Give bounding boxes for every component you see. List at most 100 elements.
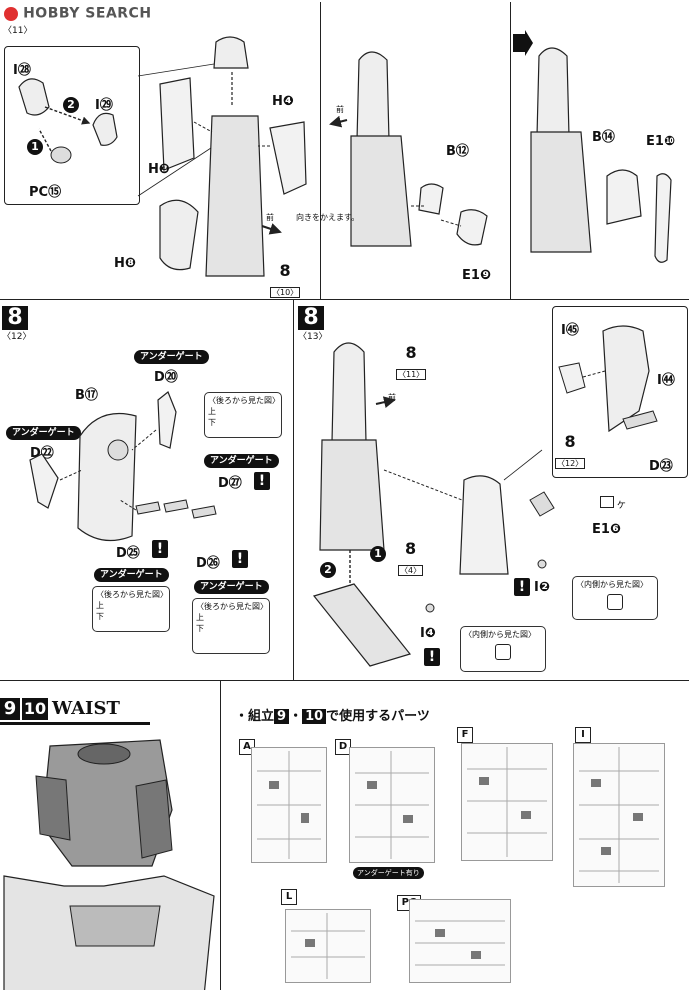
panel-step-8-13: 8 〈13〉 8〈11〉 前 2 1 8〈4〉 I㊺ I㊹ 8〈12〉 (294, 300, 689, 680)
under-gate-pill-3: アンダーゲート (204, 454, 279, 468)
divider-v4 (220, 681, 221, 990)
hex-icon (607, 594, 623, 610)
inner-view-box-1: 〈内側から見た図〉 (572, 576, 658, 620)
panel-top-step: I㉘ I㉙ PC⑮ 2 1 H❸ H❹ H❽ 前 8〈10〉 (0, 2, 689, 299)
back-view-title-3: 〈後ろから見た図〉 (196, 602, 268, 611)
runner-sprue-drawing (257, 747, 659, 979)
side-inset-box: I㊺ I㊹ 8〈12〉 D㉓ (552, 306, 688, 478)
divider-h2 (0, 680, 689, 681)
warning-icon-4: ! (514, 578, 530, 596)
label-d23: D㉓ (649, 459, 673, 474)
cut-icon (600, 496, 614, 508)
inner-view-title-1: 〈内側から見た図〉 (576, 580, 648, 589)
under-gate-pill-1: アンダーゲート (134, 350, 209, 364)
label-e19: E1❾ (462, 268, 491, 283)
label-b12: B⑫ (446, 144, 469, 159)
back-view-box-3: 〈後ろから見た図〉 上 下 (192, 598, 270, 654)
side-inset-drawing (558, 325, 658, 433)
front-label-1: 前 (266, 213, 274, 222)
back-view-title-2: 〈後ろから見た図〉 (96, 590, 168, 599)
runner-pc (409, 899, 511, 983)
shoulder-part-drawing (29, 391, 217, 542)
front-label-2: 前 (336, 105, 344, 114)
back-view-title: 〈後ろから見た図〉 (208, 396, 280, 405)
panel-waist: 9 10 WAIST (0, 690, 220, 990)
step-sub-2: 〈13〉 (298, 332, 328, 342)
label-b17: B⑰ (75, 388, 98, 403)
runner-label-i: I (575, 727, 591, 743)
heading-suffix: で使用するパーツ (326, 709, 430, 724)
back-view-box-2: 〈後ろから見た図〉 上 下 (92, 586, 170, 632)
next-arrow-icon (513, 30, 533, 56)
up-label-2: 上 (96, 601, 104, 610)
divider-v3 (293, 300, 294, 680)
waist-header: 9 10 WAIST (0, 698, 150, 725)
arm-mid-drawing (329, 51, 488, 247)
seq-1b: 1 (370, 546, 386, 562)
heading-prefix: ・組立 (235, 709, 275, 724)
waist-num-a: 9 (0, 698, 20, 720)
inner-view-box-2: 〈内側から見た図〉 (460, 626, 546, 672)
back-view-box-1: 〈後ろから見た図〉 上 下 (204, 392, 282, 438)
label-i29: I㉙ (95, 98, 113, 113)
warning-icon-2: ! (152, 540, 168, 558)
up-label: 上 (208, 407, 216, 416)
down-label-3: 下 (196, 624, 204, 633)
under-gate-pill-4: アンダーゲート (94, 568, 169, 582)
waist-title: WAIST (52, 698, 120, 719)
under-gate-pill-5: アンダーゲート (194, 580, 269, 594)
label-d26: D㉖ (196, 556, 220, 571)
waist-title-rule (0, 722, 150, 725)
hex-icon-2 (495, 644, 511, 660)
warning-icon-3: ! (232, 550, 248, 568)
down-label-2: 下 (96, 612, 104, 621)
hobby-search-logo: HOBBY SEARCH (4, 3, 152, 22)
up-label-3: 上 (196, 613, 204, 622)
label-i28: I㉘ (13, 63, 31, 78)
label-e16: E1❻ (592, 522, 621, 537)
logo-circle-icon (4, 6, 18, 21)
seq-2b: 2 (320, 562, 336, 578)
under-gate-note: アンダーゲート有り (353, 867, 424, 879)
runner-l (285, 909, 371, 983)
arm-assembly-drawing (137, 36, 307, 277)
label-h8: H❽ (114, 256, 136, 271)
label-e110: E1❿ (646, 134, 675, 149)
arm-full-drawing (312, 342, 555, 667)
waist-part-drawing (3, 739, 215, 990)
divider-h1 (0, 299, 689, 300)
arm-right-drawing (530, 47, 672, 263)
label-i45: I㊺ (561, 323, 579, 338)
label-d25: D㉕ (116, 546, 140, 561)
label-d27: D㉗ (218, 476, 242, 491)
divider-v2 (510, 2, 511, 299)
runner-label-l: L (281, 889, 297, 905)
seq-2: 2 (63, 97, 79, 113)
turn-note: 向きをかえます。 (296, 213, 360, 222)
label-d20: D⑳ (154, 370, 178, 385)
divider-v1 (320, 2, 321, 299)
under-gate-pill-2: アンダーゲート (6, 426, 81, 440)
label-i2: I❷ (534, 580, 550, 595)
ref-step-8-4: 8〈4〉 (398, 539, 424, 576)
panel-step-8-12: 8 〈12〉 アンダーゲート D⑳ B⑰ 〈後ろから見た図〉 上 下 アンダーゲ… (0, 300, 293, 680)
ke-mark: ケ (600, 496, 626, 511)
step-number-2: 8 (298, 306, 324, 330)
step-number: 8 (2, 306, 28, 330)
ref-step-8-10: 8〈10〉 (270, 261, 301, 298)
inset-parts-drawing (18, 78, 118, 164)
label-i4: I❹ (420, 626, 436, 641)
down-label: 下 (208, 418, 216, 427)
label-h4: H❹ (272, 94, 294, 109)
label-h3: H❸ (148, 162, 170, 177)
inset-box: I㉘ I㉙ PC⑮ 2 1 (4, 46, 140, 205)
waist-num-b: 10 (22, 698, 48, 720)
heading-step-a: 9 (274, 709, 290, 724)
top-step-sub: 〈11〉 (3, 26, 33, 36)
warning-icon-5: ! (424, 648, 440, 666)
ref-step-8-11: 8〈11〉 (396, 343, 427, 380)
label-i44: I㊹ (657, 373, 675, 388)
label-pc15: PC⑮ (29, 185, 62, 200)
heading-step-b: 10 (302, 709, 327, 724)
